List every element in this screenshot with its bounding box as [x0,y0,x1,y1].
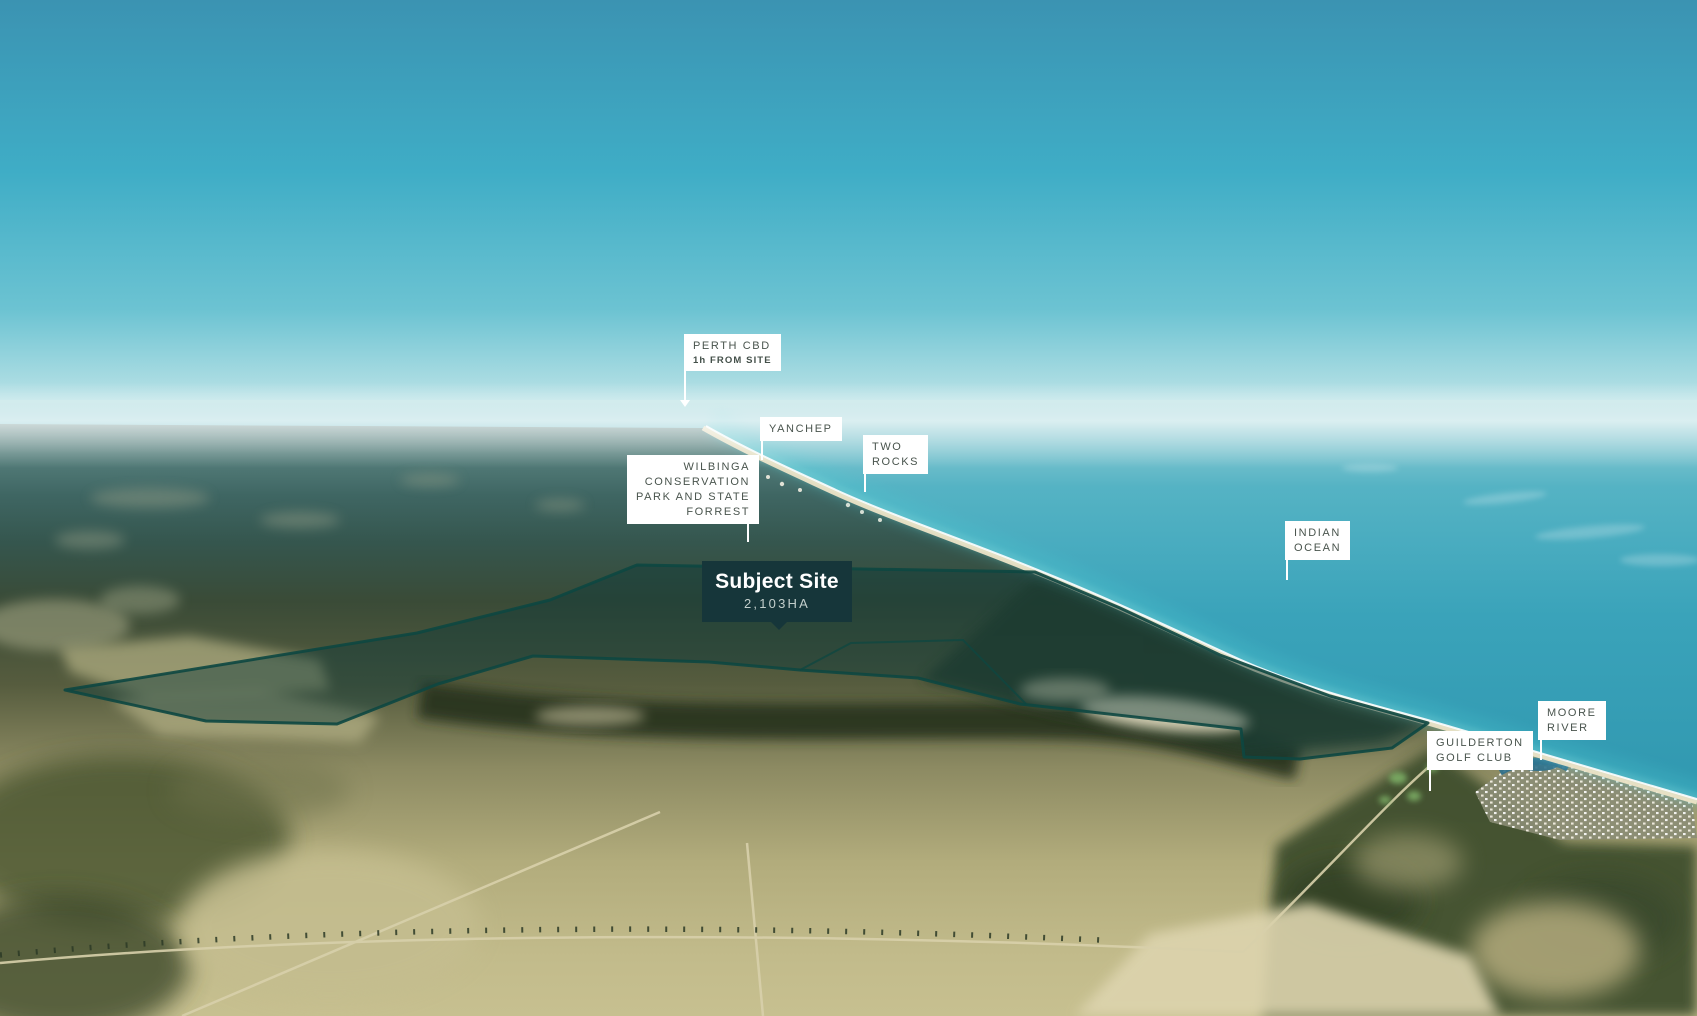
moore-river-line-2: RIVER [1547,722,1589,734]
leader-line-wilbinga [747,523,749,542]
indian-ocean-line-1: INDIAN [1294,527,1341,539]
subject-site-title: Subject Site [715,570,839,593]
label-wilbinga-conservation-park: WILBINGA CONSERVATION PARK AND STATE FOR… [627,455,760,524]
leader-line-perth-cbd [684,371,686,400]
subject-site-pointer [771,622,787,630]
guilderton-line-1: GUILDERTON [1436,737,1524,749]
perth-cbd-subtitle: 1h FROM SITE [693,355,772,366]
ocean-reef-streaks [1342,464,1697,566]
label-guilderton-golf-club: GUILDERTON GOLF CLUB [1427,731,1533,770]
indian-ocean-line-2: OCEAN [1294,542,1342,554]
two-rocks-line-2: ROCKS [872,456,920,468]
label-yanchep: YANCHEP [760,417,842,441]
guilderton-township [1475,757,1697,840]
label-perth-cbd: PERTH CBD 1h FROM SITE [684,334,781,371]
site-internal-parcel-line [799,638,1027,705]
wilbinga-line-4: FORREST [686,506,751,518]
leader-line-moore-river [1540,736,1542,760]
roads [0,755,1443,1016]
two-rocks-line-1: TWO [872,441,903,453]
wilbinga-line-3: PARK AND STATE [636,491,751,503]
sky [0,0,1697,430]
label-moore-river: MOORE RIVER [1538,701,1606,740]
leader-line-guilderton [1429,768,1431,791]
perth-cbd-title: PERTH CBD [693,340,771,352]
moore-river-line-1: MOORE [1547,707,1597,719]
leader-line-indian-ocean [1286,557,1288,580]
label-indian-ocean: INDIAN OCEAN [1285,521,1351,560]
subject-site-area: 2,103HA [744,596,810,611]
guilderton-line-2: GOLF CLUB [1436,752,1513,764]
label-two-rocks: TWO ROCKS [863,435,929,474]
arrow-down-icon [680,400,690,407]
subject-site-callout: Subject Site 2,103HA [702,561,852,630]
horizon-haze [0,382,1697,468]
leader-line-two-rocks [864,472,866,492]
yanchep-title: YANCHEP [769,423,833,435]
golf-course [1379,764,1438,804]
wilbinga-line-2: CONSERVATION [644,476,751,488]
leader-line-yanchep [761,441,763,460]
wilbinga-line-1: WILBINGA [683,461,751,473]
land-detail [0,468,1697,1016]
